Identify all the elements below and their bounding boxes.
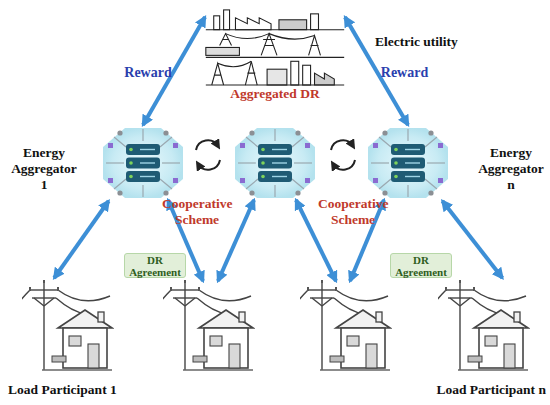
utility-node: Electric utility: [205, 2, 345, 86]
node-label: Load Participant 1: [8, 382, 148, 398]
utility-node-icon: [205, 2, 345, 86]
house-node-icon: [22, 278, 114, 373]
cycle-arrows: [196, 140, 355, 169]
agreement-box: DR Agreement: [124, 253, 186, 278]
node-label: Load Participant n: [416, 382, 546, 398]
aggregator-node-icon: [365, 125, 451, 201]
free-label: Cooperative Scheme: [318, 196, 388, 228]
aggregator-icon: [235, 128, 315, 198]
free-label: Aggregated DR: [210, 86, 340, 102]
house-node: Load Participant 1: [22, 278, 114, 373]
house-icon: [159, 280, 253, 370]
agreement-text: DR Agreement: [125, 254, 185, 278]
house-icon: [296, 280, 390, 370]
node-label: Energy Aggregator n: [473, 145, 549, 193]
node-label: Electric utility: [375, 34, 475, 50]
agreement-text: DR Agreement: [391, 254, 451, 278]
edge-label: Reward: [381, 65, 428, 81]
reward-arrow: [54, 201, 108, 278]
aggregator-node: Energy Aggregator 1: [100, 125, 186, 201]
free-label: Cooperative Scheme: [162, 196, 232, 228]
agreement-box: DR Agreement: [390, 253, 452, 278]
aggregator-node: Energy Aggregator n: [365, 125, 451, 201]
edge-label: Reward: [124, 65, 171, 81]
house-node: Load Participant n: [438, 278, 530, 373]
node-label: Energy Aggregator 1: [8, 145, 80, 193]
house-node-icon: [438, 278, 530, 373]
aggregator-node-icon: [100, 125, 186, 201]
